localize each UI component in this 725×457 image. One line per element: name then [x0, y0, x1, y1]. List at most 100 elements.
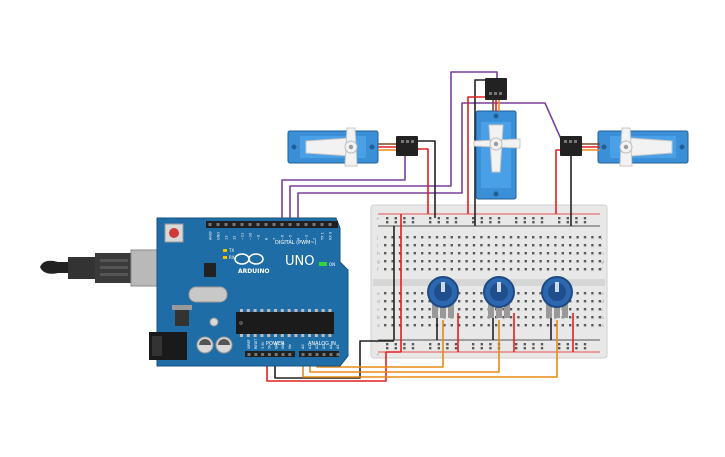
wire-black-servo-center: [474, 79, 487, 226]
power-pin-label: RESET: [254, 339, 258, 349]
digital-pin-label: 13: [225, 236, 229, 240]
digital-pin-label: 2: [313, 238, 317, 240]
row-letter: d: [377, 299, 380, 305]
usb-cable: [40, 249, 166, 287]
digital-pin-label: 12: [233, 236, 237, 240]
power-pin-label: Vin: [288, 344, 292, 349]
wire-red-servo-left: [414, 148, 429, 214]
breadboard-power-rail-top: [386, 217, 587, 224]
breadboard-holes: [384, 236, 601, 327]
voltage-regulator: [175, 310, 189, 326]
servo-right[interactable]: [597, 127, 689, 167]
wire-purple-servo-center: [289, 71, 498, 226]
analog-pin-label: A5: [336, 344, 340, 349]
board-model: UNO: [285, 254, 314, 269]
rail-plus-label: +: [376, 216, 380, 222]
row-letter: i: [601, 243, 602, 249]
row-letter: g: [377, 260, 380, 265]
row-letter: h: [601, 251, 604, 257]
wire-purple-servo-left: [281, 155, 406, 226]
row-letter: c: [377, 308, 380, 313]
power-pin-label: IOREF: [247, 339, 251, 349]
digital-pin-label: ~9: [257, 235, 261, 240]
microcontroller-pins: [240, 309, 332, 337]
wire-red-servo-center: [467, 96, 491, 214]
servo-right-cable: [560, 136, 600, 156]
row-letter: h: [377, 251, 380, 257]
digital-pin-label: ~3: [305, 235, 309, 240]
wire-red-5v: [266, 351, 401, 382]
row-letter: f: [377, 267, 379, 273]
row-letter: g: [601, 260, 604, 265]
power-led: [319, 262, 327, 266]
row-letter: i: [377, 243, 378, 249]
analog-pin-label: A0: [301, 344, 305, 349]
digital-pin-label: ~6: [281, 235, 285, 240]
digital-pin-label: TX 1: [321, 232, 325, 241]
wire-black-gnd: [274, 340, 394, 379]
digital-pin-label: ~10: [249, 233, 253, 240]
wire-purple-servo-right: [297, 102, 566, 226]
analog-pin-label: A4: [329, 344, 333, 349]
row-letter: f: [601, 267, 603, 273]
wire-red-servo-right: [555, 149, 564, 214]
analog-pin-label: A3: [322, 344, 326, 349]
digital-pin-label: 7: [273, 238, 277, 240]
row-letter: b: [377, 315, 380, 321]
reset-button-cap[interactable]: [169, 228, 179, 238]
digital-header: [206, 221, 338, 228]
digital-pin-label: RX 0: [329, 232, 333, 240]
servo-left[interactable]: [287, 127, 379, 167]
potentiometer-2[interactable]: [483, 276, 515, 318]
digital-pin-label: AREF: [209, 231, 213, 240]
on-label: ON: [329, 262, 335, 267]
row-letter: j: [376, 235, 378, 241]
power-pin-label: 5V: [268, 344, 272, 349]
servo-left-cable: [378, 136, 418, 156]
usb-chip: [204, 263, 216, 277]
board-brand: ARDUINO: [238, 268, 269, 275]
row-letter: j: [600, 235, 602, 241]
digital-pin-label: ~11: [241, 233, 245, 240]
analog-header: [299, 351, 339, 357]
analog-pin-label: A2: [315, 344, 319, 349]
analog-label: ANALOG IN: [308, 341, 336, 347]
row-letter: a: [601, 324, 604, 329]
row-letter: e: [377, 292, 380, 297]
rx-label: RX: [229, 255, 235, 260]
power-pin-label: 3.3V: [261, 341, 265, 349]
arduino-uno-board[interactable]: AREF GND 13 12 ~11 ~10 ~9 8 7 ~6 ~5 4 ~3 2 TX 1 RX 0 DI…: [149, 217, 349, 367]
power-pin-label: GND: [274, 341, 278, 349]
power-pin-label: GND: [281, 341, 285, 349]
digital-pin-label: GND: [217, 232, 221, 240]
digital-pin-label: ~5: [289, 235, 293, 240]
rail-minus-label: -: [376, 341, 378, 346]
row-letter: e: [601, 292, 604, 297]
digital-pin-label: 8: [265, 238, 269, 240]
row-letter: d: [601, 299, 604, 305]
arduino-logo: [234, 253, 264, 265]
rail-plus-label-bottom: +: [376, 352, 380, 358]
digital-pin-label: 4: [297, 237, 301, 240]
digital-label: DIGITAL (PWM~): [275, 240, 317, 246]
tx-label: TX: [228, 248, 234, 253]
row-letter: c: [601, 308, 604, 313]
wire-black-servo-left: [410, 140, 436, 218]
row-letter: a: [377, 324, 380, 329]
digital-pin-labels: AREF GND 13 12 ~11 ~10 ~9 8 7 ~6 ~5 4 ~3 2 TX 1 RX 0: [208, 223, 333, 241]
microcontroller: [236, 312, 334, 334]
row-letter: b: [601, 315, 604, 321]
potentiometer-3[interactable]: [541, 276, 573, 318]
power-label: POWER: [266, 341, 285, 347]
servo-center-cable: [485, 78, 507, 111]
potentiometer-1[interactable]: [427, 276, 459, 318]
crystal: [188, 286, 228, 303]
breadboard-power-rail-bottom: [386, 343, 587, 350]
analog-pin-label: A1: [308, 344, 312, 349]
servo-center[interactable]: [473, 110, 521, 200]
